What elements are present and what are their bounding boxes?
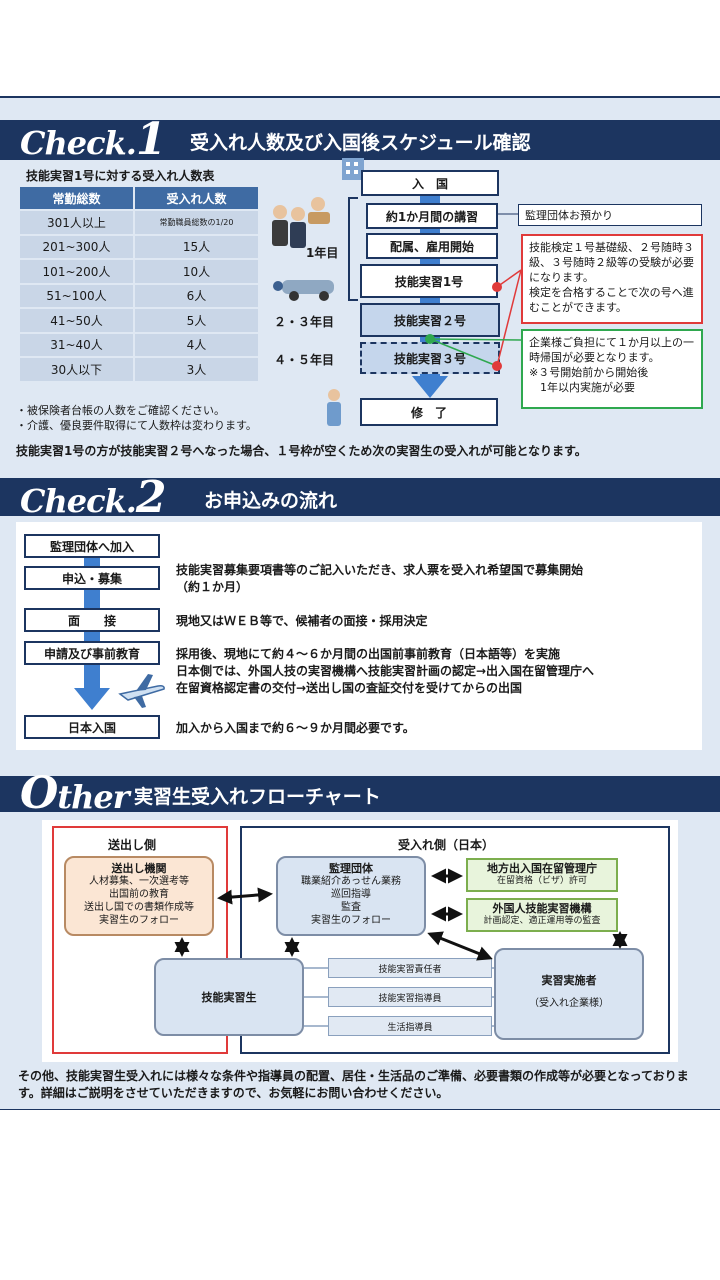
people-icon (272, 197, 330, 248)
desc-interview: 現地又はＷＥＢ等で、候補者の面接・採用決定 (176, 614, 428, 628)
schedule-arrow-head (412, 376, 448, 398)
receiver-side-label: 受入れ側（日本） (398, 838, 495, 852)
quota-header-staff: 常勤総数 (18, 185, 135, 211)
graduate-illustration (324, 388, 344, 428)
step-complete: 修 了 (360, 398, 498, 426)
role-manager: 技能実習責任者 (328, 958, 492, 978)
role-instructor: 技能実習指導員 (328, 987, 492, 1007)
other-logo: Other (20, 768, 130, 819)
schedule-bracket (348, 197, 358, 301)
airplane-icon (118, 674, 165, 708)
step-entry: 入 国 (361, 170, 499, 196)
check1-logo: Check.1 (20, 114, 167, 165)
car-repair-illustration (272, 272, 346, 302)
other-footer-note: その他、技能実習生受入れには様々な条件や指導員の配置、居住・生活品のご準備、必要… (18, 1069, 689, 1100)
check1-summary: 技能実習1号の方が技能実習２号へなった場合、１号枠が空くため次の実習生の受入れが… (16, 444, 587, 458)
flow-interview: 面 接 (24, 608, 160, 632)
callout-agency: 監理団体お預かり (518, 204, 702, 226)
table-row: 301人以上常勤職員総数の1/20 (18, 209, 261, 236)
airplane-illustration (118, 672, 166, 714)
flowchart-arrows (174, 868, 628, 1027)
step-training: 約1か月間の講習 (366, 203, 498, 229)
step-assignment: 配属、雇用開始 (366, 233, 498, 259)
callout-skill-test: 技能検定１号基礎級、２号随時３級、３号随時２級等の受験が必要になります。 検定を… (521, 234, 703, 324)
airport-illustration (338, 156, 368, 182)
immigration-box: 地方出入国在留管理庁 在留資格（ビザ）許可 (466, 858, 618, 892)
agency-box: 監理団体 職業紹介あっせん業務 巡回指導 監査 実習生のフォロー (276, 856, 426, 936)
worker-icon (327, 389, 341, 426)
desc-recruit: 技能実習募集要項書等のご記入いただき、求人票を受入れ希望国で募集開始 （約１か月… (176, 563, 584, 594)
check1-header-band: Check.1 受入れ人数及び入国後スケジュール確認 (0, 114, 720, 165)
check2-heading: お申込みの流れ (204, 490, 338, 512)
implementer-box: 実習実施者 （受入れ企業様） (494, 948, 644, 1040)
callout-home-return: 企業様ご負担にて１か月以上の一時帰国が必要となります。 ※３号開始前から開始後 … (521, 329, 703, 409)
red-dot-2 (492, 361, 502, 371)
flow-recruit: 申込・募集 (24, 566, 160, 590)
workers-illustration (266, 196, 336, 258)
application-arrow-head (74, 688, 110, 710)
desc-education: 採用後、現地にて約４～６か月間の出国前事前教育（日本語等）を実施 日本側では、外… (176, 647, 595, 695)
check2-logo: Check.2 (20, 472, 167, 523)
car-icon (273, 280, 334, 301)
flow-join-agency: 監理団体へ加入 (24, 534, 160, 558)
quota-note-1: ・被保険者台帳の人数をご確認ください。 (16, 404, 225, 417)
quota-table-title: 技能実習1号に対する受入れ人数表 (26, 169, 215, 183)
sender-org-box: 送出し機関 人材募集、一次選考等 出国前の教育 送出し国での書類作成等 実習生の… (64, 856, 214, 936)
check2-header-band: Check.2 お申込みの流れ (0, 472, 720, 523)
quota-note-2: ・介護、優良要件取得にて人数枠は変わります。 (16, 419, 257, 432)
quota-header-accept: 受入れ人数 (132, 185, 261, 211)
receiver-side-frame (240, 826, 670, 1054)
trainee-box: 技能実習生 (154, 958, 304, 1036)
application-flow-panel (16, 522, 702, 750)
sender-side-frame (52, 826, 228, 1054)
year-label-1: 1年目 (306, 246, 339, 260)
flow-entry-japan: 日本入国 (24, 715, 160, 739)
year-label-4-5: ４・５年目 (274, 353, 335, 367)
step-intern-1: 技能実習1号 (360, 264, 498, 298)
year-label-2-3: ２・３年目 (274, 315, 335, 329)
red-dot-1 (492, 282, 502, 292)
check1-heading: 受入れ人数及び入国後スケジュール確認 (190, 132, 531, 154)
desc-entry: 加入から入国まで約６～９か月間必要です。 (176, 721, 415, 735)
otit-box: 外国人技能実習機構 計画認定、適正運用等の監査 (466, 898, 618, 932)
building-icon (342, 158, 364, 180)
sender-side-label: 送出し側 (108, 838, 157, 852)
other-heading: 実習生受入れフローチャート (134, 786, 381, 808)
green-dot (425, 334, 435, 344)
role-life-advisor: 生活指導員 (328, 1016, 492, 1036)
flow-education: 申請及び事前教育 (24, 641, 160, 665)
other-header-band: Other 実習生受入れフローチャート (0, 768, 720, 819)
